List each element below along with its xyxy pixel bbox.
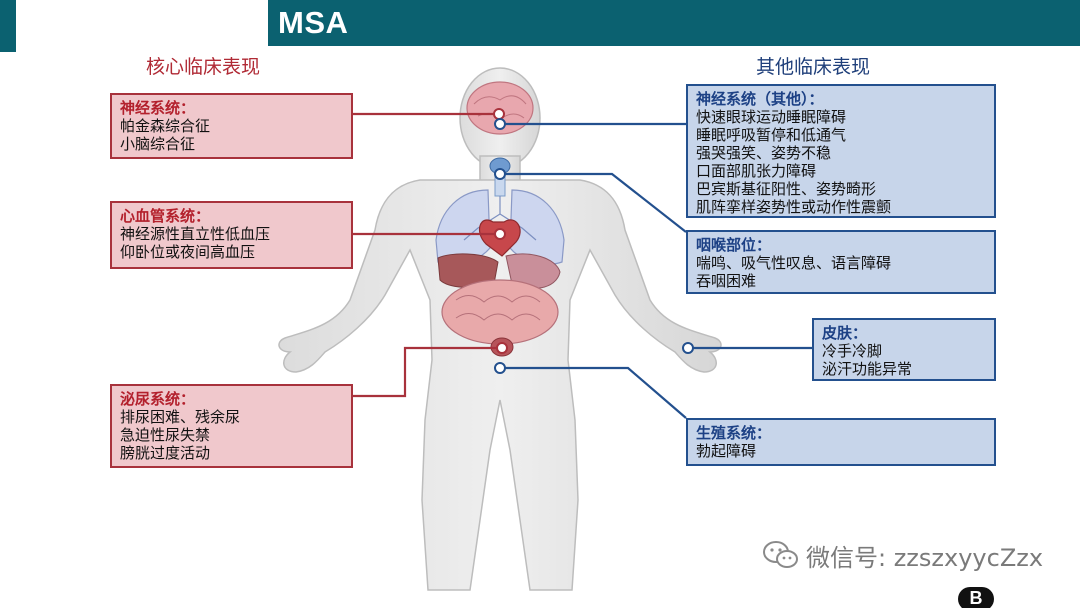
wechat-watermark: 微信号: zzszxyycZzx: [762, 538, 1043, 572]
watermark-text: 微信号: zzszxyycZzx: [806, 543, 1044, 572]
organ-markers: [493, 108, 694, 374]
box-line: 口面部肌张力障碍: [696, 162, 817, 180]
core-neurological-box: 神经系统： 帕金森综合征 小脑综合征: [110, 93, 353, 159]
box-header: 生殖系统：: [696, 424, 772, 442]
slide-title: MSA: [278, 5, 349, 40]
core-connectors: [353, 112, 500, 398]
box-line: 肌阵挛样姿势性或动作性震颤: [696, 198, 892, 216]
box-line: 快速眼球运动睡眠障碍: [696, 108, 847, 126]
box-line: 排尿困难、残余尿: [120, 408, 241, 426]
intestines: [441, 279, 559, 345]
box-line: 吞咽困难: [696, 272, 757, 290]
other-connectors: [500, 122, 812, 419]
box-line: 强哭强笑、姿势不稳: [696, 144, 832, 162]
core-cardiovascular-box: 心血管系统： 神经源性直立性低血压 仰卧位或夜间高血压: [110, 201, 353, 269]
box-header: 神经系统：: [120, 99, 196, 117]
box-header: 咽喉部位：: [696, 236, 772, 254]
box-line: 冷手冷脚: [822, 342, 883, 360]
box-line: 帕金森综合征: [120, 117, 211, 135]
brain: [466, 81, 534, 135]
panel-badge: B: [958, 587, 994, 608]
box-header: 泌尿系统：: [120, 390, 196, 408]
core-urinary-box: 泌尿系统： 排尿困难、残余尿 急迫性尿失禁 膀胱过度活动: [110, 384, 353, 468]
box-line: 膀胱过度活动: [120, 444, 211, 462]
box-line: 勃起障碍: [696, 442, 757, 460]
box-line: 小脑综合征: [120, 135, 196, 153]
box-header: 心血管系统：: [120, 207, 211, 225]
wechat-icon: [763, 541, 798, 568]
box-line: 神经源性直立性低血压: [120, 225, 271, 243]
box-line: 睡眠呼吸暂停和低通气: [696, 126, 847, 144]
other-skin-box: 皮肤： 冷手冷脚 泌汗功能异常: [812, 318, 996, 381]
box-line: 仰卧位或夜间高血压: [120, 243, 256, 261]
other-neurological-box: 神经系统（其他）： 快速眼球运动睡眠障碍 睡眠呼吸暂停和低通气 强哭强笑、姿势不…: [686, 84, 996, 218]
box-header: 神经系统（其他）：: [696, 90, 824, 108]
liver: [437, 253, 499, 288]
other-reproductive-box: 生殖系统： 勃起障碍: [686, 418, 996, 466]
core-section-title: 核心临床表现: [146, 56, 261, 78]
other-section-title: 其他临床表现: [756, 56, 871, 78]
box-line: 急迫性尿失禁: [120, 426, 211, 444]
box-line: 巴宾斯基征阳性、姿势畸形: [696, 180, 877, 198]
header-bar: [268, 0, 1080, 46]
box-line: 泌汗功能异常: [822, 360, 913, 378]
box-line: 喘鸣、吸气性叹息、语言障碍: [696, 254, 892, 272]
header-bar-left: [0, 0, 16, 52]
box-header: 皮肤：: [822, 324, 868, 342]
other-throat-box: 咽喉部位： 喘鸣、吸气性叹息、语言障碍 吞咽困难: [686, 230, 996, 294]
